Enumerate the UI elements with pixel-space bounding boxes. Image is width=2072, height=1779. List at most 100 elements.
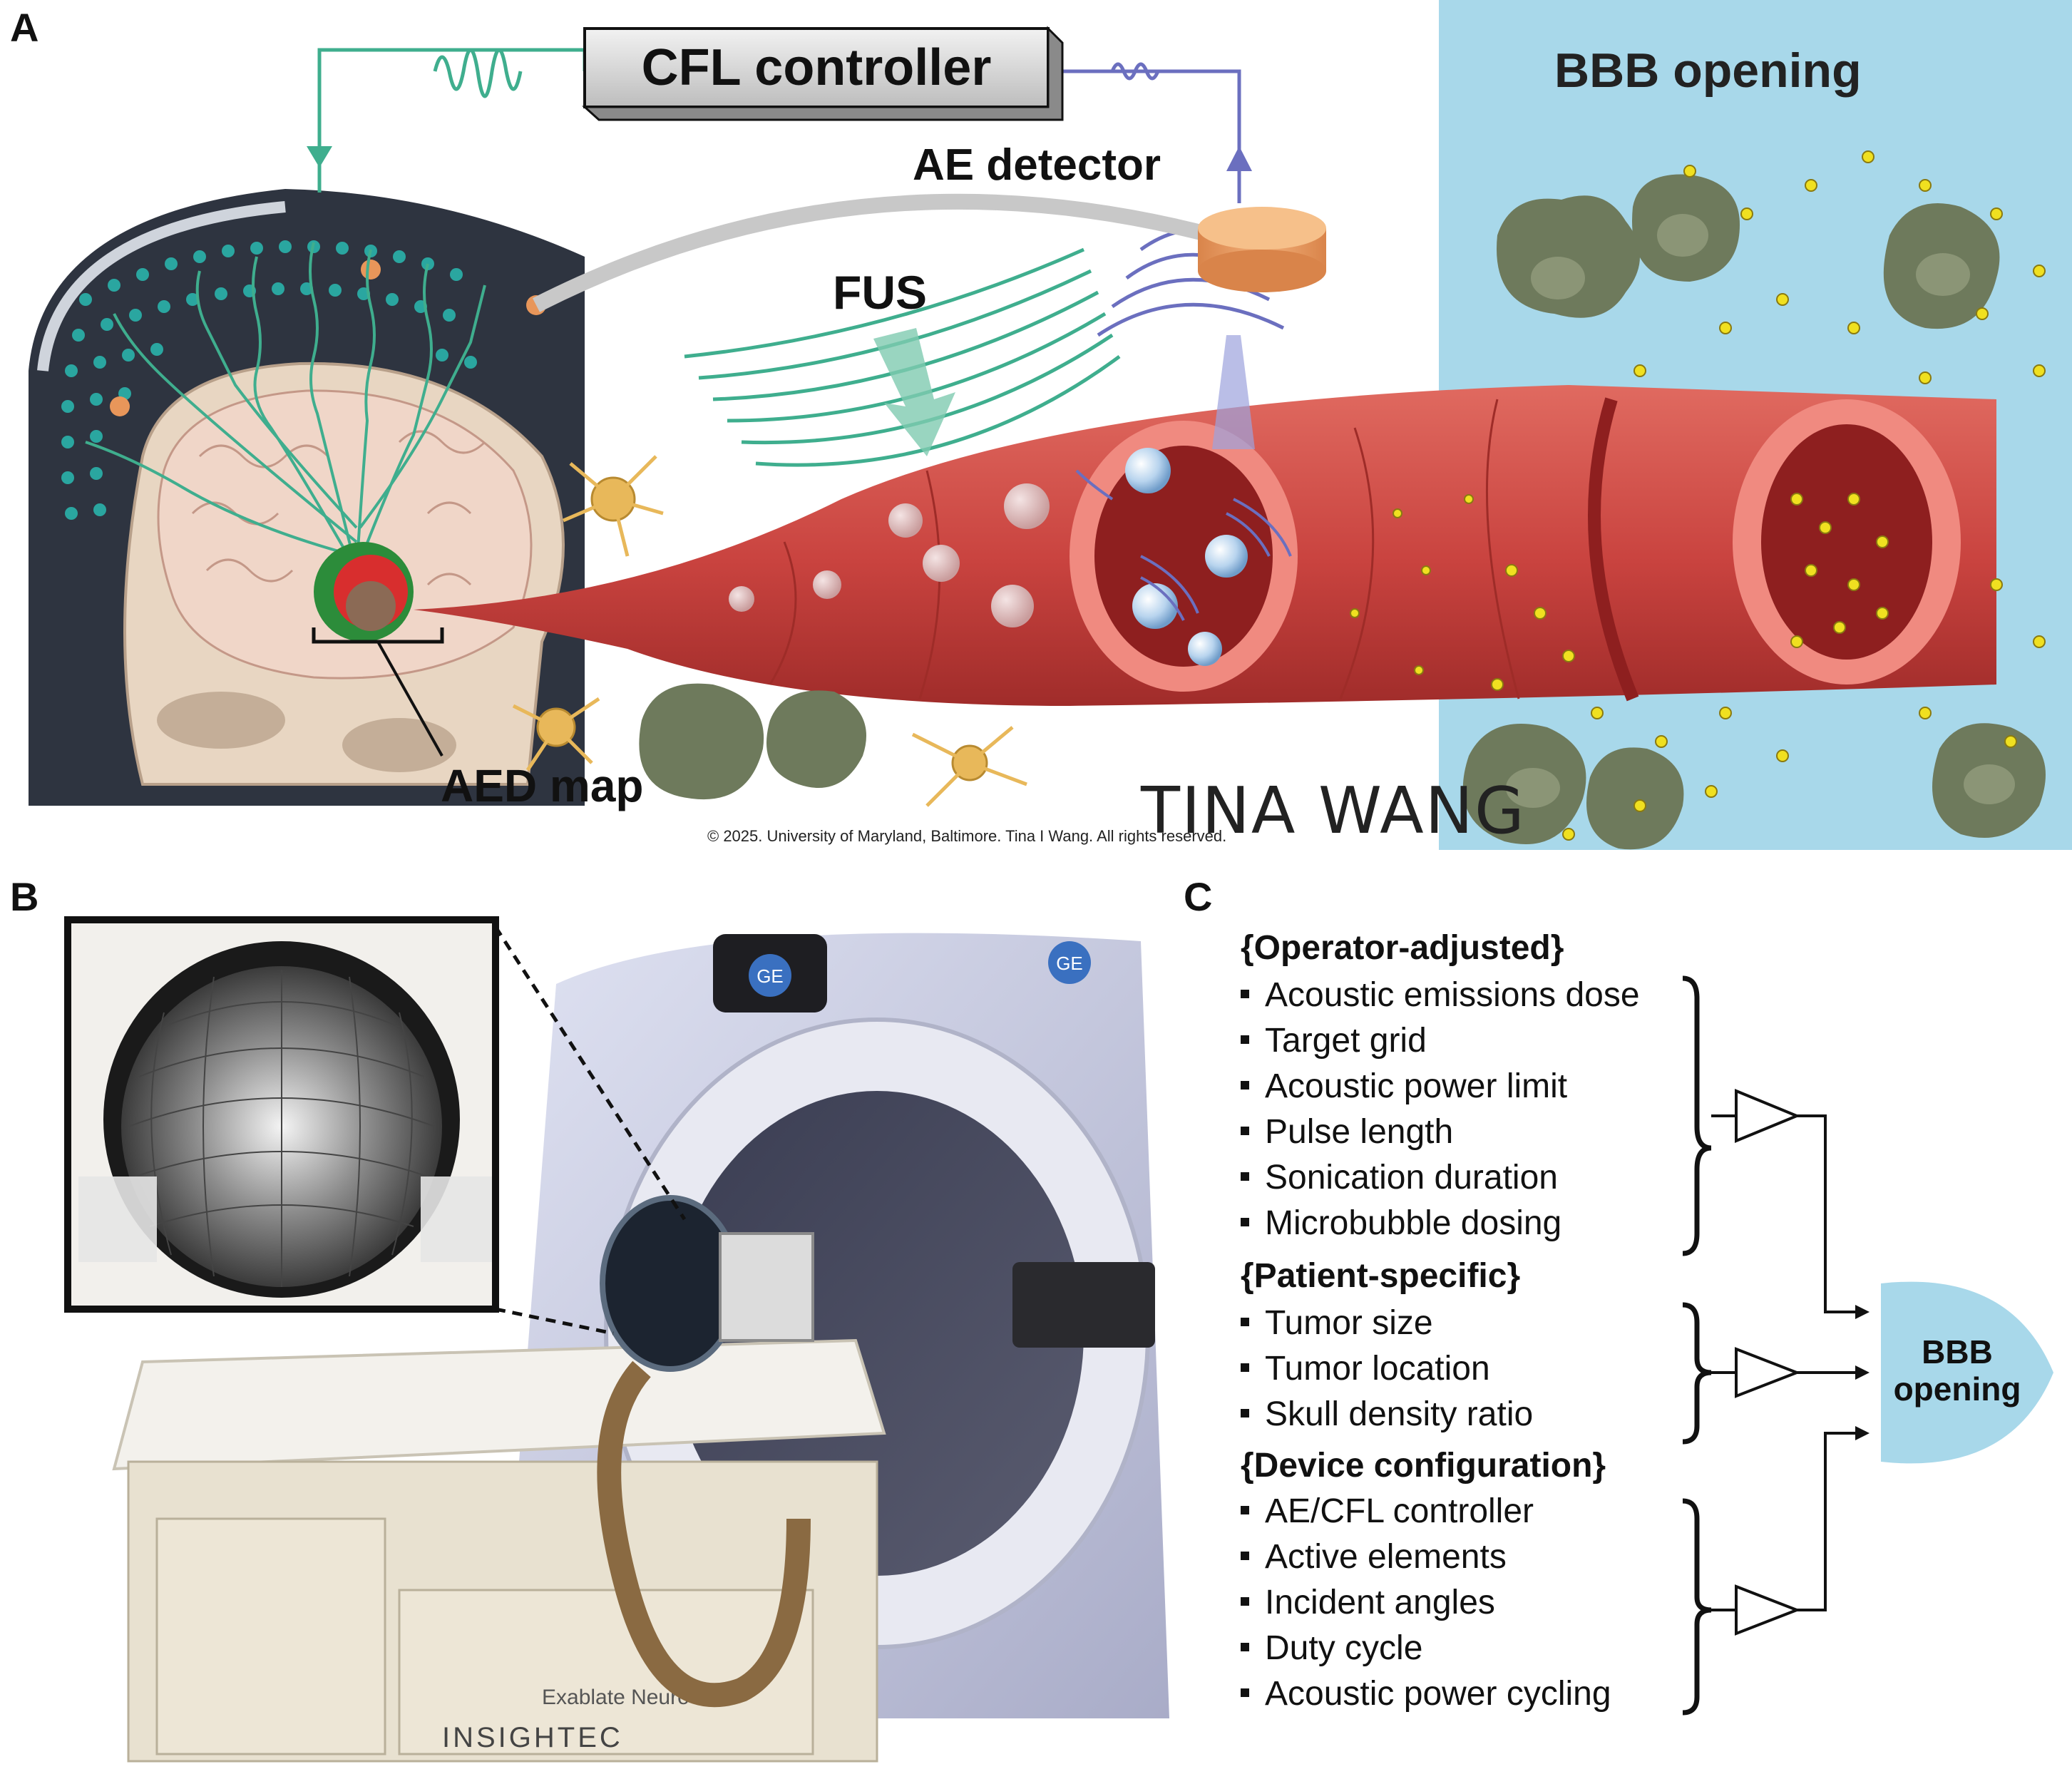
device-cabinet [398, 1589, 814, 1755]
amp-output-line [1797, 1432, 1855, 1611]
bbb-opening-outcome [1881, 1281, 2053, 1464]
glial-processes [512, 455, 1027, 807]
param-item: Tumor size [1241, 1303, 1433, 1343]
patient-table-top [112, 1338, 886, 1471]
bullet-icon [1241, 1363, 1249, 1373]
param-item: Acoustic emissions dose [1241, 975, 1640, 1015]
tumor-cell [1497, 195, 1640, 318]
bullet-icon [1241, 1172, 1249, 1181]
ae-detector-bottom [1198, 250, 1326, 292]
tumor-cell [1586, 747, 1684, 850]
table-cabinet [155, 1517, 386, 1755]
insightec-logo: INSIGHTEC [442, 1722, 623, 1753]
ge-logo-display [749, 954, 791, 997]
panel-a-illustration [29, 0, 2072, 850]
bullet-icon [1241, 1318, 1249, 1327]
ae-detector-top [1198, 207, 1326, 250]
bullet-icon [1241, 1035, 1249, 1045]
cfl-output-arrow [307, 146, 332, 168]
brace-patient [1682, 1302, 1712, 1445]
param-item: Microbubble dosing [1241, 1204, 1561, 1243]
ge-logo [1048, 941, 1091, 984]
aed-pointer [376, 641, 443, 757]
vessel-lumen-open [1761, 424, 1932, 660]
bullet-icon [1241, 1643, 1249, 1652]
amplifier-icon [1735, 1089, 1801, 1143]
amplifier-icon [1735, 1584, 1801, 1636]
eye-socket [342, 718, 456, 772]
inset-array-grid [128, 970, 436, 1287]
helmet-marker [361, 260, 381, 280]
ae-detector-label: AE detector [913, 140, 1161, 190]
outcome-label-line2: opening [1894, 1370, 2021, 1408]
panel-c-letter: C [1184, 874, 1213, 919]
bullet-icon [1241, 990, 1249, 999]
bullet-icon [1241, 1552, 1249, 1561]
cfl-controller-box-shadow [582, 26, 1064, 121]
cfl-signal-wires [85, 242, 486, 571]
tumor-nucleus [1531, 257, 1585, 299]
cfl-waveform [433, 48, 523, 98]
ae-waveform [1110, 62, 1160, 81]
outcome-label-line1: BBB [1922, 1333, 1993, 1370]
param-item: Acoustic power cycling [1241, 1674, 1611, 1713]
arrow-head-icon [1855, 1426, 1870, 1440]
bullet-icon [1241, 1409, 1249, 1418]
param-item: Acoustic power limit [1241, 1067, 1567, 1106]
scanner-control-panel [1012, 1262, 1155, 1348]
bbb-opening-title: BBB opening [1554, 43, 1862, 98]
amplifier-icon [1735, 1347, 1801, 1398]
copyright-notice: © 2025. University of Maryland, Baltimor… [707, 827, 1227, 845]
group-heading-device: {Device configuration} [1241, 1447, 1606, 1485]
tumor-nucleus [1916, 253, 1970, 296]
drug-particles [1350, 150, 2046, 841]
cfl-output-line [317, 48, 587, 193]
bullet-icon [1241, 1081, 1249, 1090]
artist-signature: TINA WANG [1141, 774, 1526, 849]
group-heading-operator: {Operator-adjusted} [1241, 929, 1564, 967]
transducer-elements [61, 240, 477, 520]
param-item: Sonication duration [1241, 1158, 1558, 1197]
cfl-controller-label: CFL controller [641, 39, 992, 96]
vessel-gap [1588, 397, 1639, 702]
detector-cable [533, 193, 1214, 312]
group-heading-patient: {Patient-specific} [1241, 1257, 1521, 1295]
bullet-icon [1241, 1506, 1249, 1515]
param-item: Active elements [1241, 1537, 1507, 1577]
amp-output-line [1797, 1114, 1855, 1313]
param-item: Duty cycle [1241, 1629, 1422, 1668]
arrow-head-icon [1855, 1365, 1870, 1380]
brace-device [1682, 1498, 1712, 1716]
bullet-icon [1241, 1218, 1249, 1227]
tumor-nucleus [1964, 764, 2015, 804]
eye-socket [157, 692, 285, 749]
callout-line [495, 1307, 614, 1335]
brace-operator [1682, 975, 1712, 1256]
panel-b-letter: B [10, 874, 39, 919]
tumor-cells [1462, 174, 2046, 850]
arrow-head-icon [1855, 1305, 1870, 1319]
ae-emissions [1075, 469, 1292, 621]
tumor-focus [346, 581, 396, 631]
bullet-icon [1241, 1597, 1249, 1606]
callout-line [493, 926, 687, 1221]
panel-c-diagram: BBB opening [1682, 975, 2053, 1716]
bullet-icon [1241, 1688, 1249, 1698]
endothelial-cell-borders [769, 399, 1520, 699]
inset-mount-left [78, 1176, 157, 1262]
helmet-marker [110, 396, 130, 416]
fus-label: FUS [833, 266, 927, 319]
helmet-rim [37, 201, 286, 371]
device-model-text: Exablate Neuro [542, 1686, 689, 1709]
tumor-nucleus [1657, 214, 1708, 257]
param-item: AE/CFL controller [1241, 1492, 1534, 1531]
param-item: Incident angles [1241, 1583, 1495, 1622]
scanner-bore [670, 1091, 1084, 1576]
param-item: Pulse length [1241, 1112, 1453, 1152]
transducer-cable [597, 1360, 811, 1708]
ae-arrow [1212, 335, 1255, 449]
ge-logo-text: GE [757, 965, 784, 987]
param-item: Tumor location [1241, 1349, 1490, 1388]
ae-feedback-arrow [1226, 146, 1252, 171]
param-item: Target grid [1241, 1021, 1427, 1060]
